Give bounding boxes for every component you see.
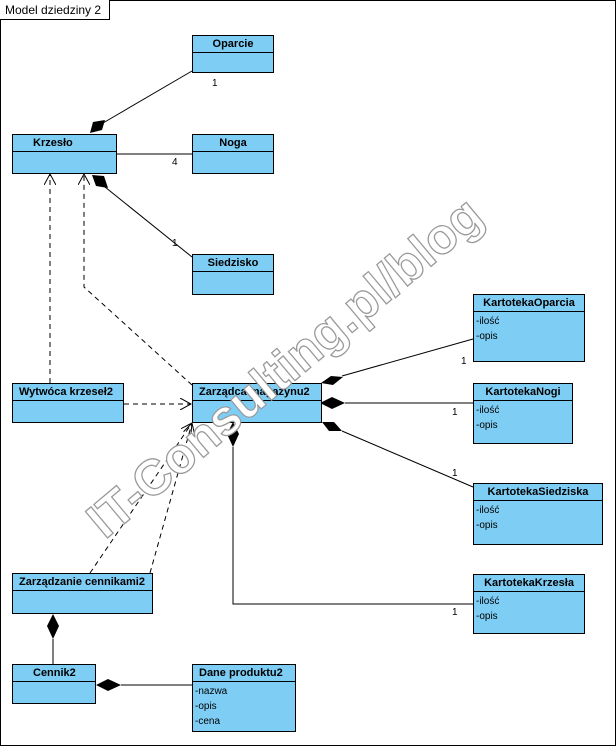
class-noga[interactable]: Noga bbox=[192, 134, 274, 174]
class-name-kartoteka-oparcia: KartotekaOparcia bbox=[474, 295, 584, 312]
multiplicity-kartoteka-krzesla: 1 bbox=[452, 607, 458, 618]
attribute-list: -ilość -opis bbox=[474, 592, 584, 626]
attribute: -opis bbox=[476, 420, 498, 431]
attribute: -opis bbox=[476, 611, 498, 622]
class-name-kartoteka-nogi: KartotekaNogi bbox=[474, 384, 572, 401]
composition-zarzadca-kartoteka-krzesla bbox=[232, 447, 473, 605]
attribute-list: -ilość -opis bbox=[474, 312, 584, 346]
class-name-cennik: Cennik2 bbox=[13, 665, 95, 682]
class-cennik[interactable]: Cennik2 bbox=[12, 664, 96, 704]
multiplicity-siedzisko: 1 bbox=[172, 238, 178, 249]
attribute-list: -nazwa -opis -cena bbox=[193, 682, 295, 731]
class-name-kartoteka-siedziska: KartotekaSiedziska bbox=[474, 484, 602, 501]
class-oparcie[interactable]: Oparcie bbox=[192, 35, 274, 73]
multiplicity-kartoteka-nogi: 1 bbox=[452, 407, 458, 418]
multiplicity-kartoteka-siedziska: 1 bbox=[452, 468, 458, 479]
class-zarzadca[interactable]: Zarządca magazynu2 bbox=[192, 383, 322, 423]
composition-diamond-krzeslo-oparcie bbox=[90, 120, 105, 133]
diagram-title: Model dziedziny 2 bbox=[5, 3, 102, 17]
multiplicity-oparcie: 1 bbox=[212, 78, 218, 89]
composition-zarzadca-kartoteka-siedziska bbox=[341, 430, 474, 488]
composition-krzeslo-siedzisko bbox=[104, 186, 193, 258]
class-name-noga: Noga bbox=[193, 135, 273, 152]
multiplicity-noga: 4 bbox=[172, 157, 178, 168]
composition-krzeslo-oparcie bbox=[102, 70, 193, 124]
class-kartoteka-siedziska[interactable]: KartotekaSiedziska -ilość -opis bbox=[473, 483, 603, 545]
dependency-zarzadzanie-zarzadca bbox=[149, 423, 192, 574]
attribute: -ilość bbox=[476, 505, 500, 516]
composition-diamond-zarzadca-kartoteka-nogi bbox=[320, 397, 345, 409]
class-name-zarzadca: Zarządca magazynu2 bbox=[193, 384, 321, 401]
class-kartoteka-nogi[interactable]: KartotekaNogi -ilość -opis bbox=[473, 383, 573, 444]
class-name-zarzadzanie-cennikami: Zarządzanie cennikami2 bbox=[13, 574, 152, 591]
attribute: -opis bbox=[476, 331, 498, 342]
dependency-zarzadca-krzeslo bbox=[84, 174, 193, 386]
attribute: -ilość bbox=[476, 316, 500, 327]
attribute-list: -ilość -opis bbox=[474, 501, 602, 535]
diagram-title-tab: Model dziedziny 2 bbox=[0, 0, 110, 20]
class-krzeslo[interactable]: Krzesło bbox=[12, 134, 117, 174]
composition-diamond-zarzadca-kartoteka-siedziska bbox=[322, 422, 342, 431]
class-siedzisko[interactable]: Siedzisko bbox=[192, 254, 274, 295]
composition-diamond-krzeslo-siedzisko bbox=[92, 175, 108, 188]
attribute: -ilość bbox=[476, 596, 500, 607]
composition-diamond-zarzadca-kartoteka-oparcia bbox=[321, 376, 343, 385]
class-name-krzeslo: Krzesło bbox=[13, 135, 116, 152]
attribute: -ilość bbox=[476, 405, 500, 416]
composition-diamond-cennik-dane bbox=[96, 679, 121, 691]
attribute-list: -ilość -opis bbox=[474, 401, 572, 435]
class-name-wytworca: Wytwóca krzeseł2 bbox=[13, 384, 123, 401]
class-wytworca[interactable]: Wytwóca krzeseł2 bbox=[12, 383, 124, 423]
composition-zarzadca-kartoteka-oparcia bbox=[341, 338, 474, 377]
class-kartoteka-oparcia[interactable]: KartotekaOparcia -ilość -opis bbox=[473, 294, 585, 362]
attribute: -opis bbox=[476, 520, 498, 531]
class-zarzadzanie-cennikami[interactable]: Zarządzanie cennikami2 bbox=[12, 573, 153, 614]
class-name-oparcie: Oparcie bbox=[193, 36, 273, 53]
multiplicity-kartoteka-oparcia: 1 bbox=[461, 356, 467, 367]
class-name-dane-produktu: Dane produktu2 bbox=[193, 665, 295, 682]
class-name-siedzisko: Siedzisko bbox=[193, 255, 273, 272]
class-name-kartoteka-krzesla: KartotekaKrzesła bbox=[474, 575, 584, 592]
attribute: -nazwa bbox=[195, 686, 228, 697]
dependency-zarzadca-wytworca-diag bbox=[89, 423, 192, 574]
attribute: -cena bbox=[195, 716, 221, 727]
attribute: -opis bbox=[195, 701, 217, 712]
composition-diamond-zarzadzanie-cennik bbox=[47, 614, 59, 639]
class-kartoteka-krzesla[interactable]: KartotekaKrzesła -ilość -opis bbox=[473, 574, 585, 634]
class-dane-produktu[interactable]: Dane produktu2 -nazwa -opis -cena bbox=[192, 664, 296, 732]
composition-diamond-zarzadca-kartoteka-krzesla bbox=[227, 422, 239, 447]
